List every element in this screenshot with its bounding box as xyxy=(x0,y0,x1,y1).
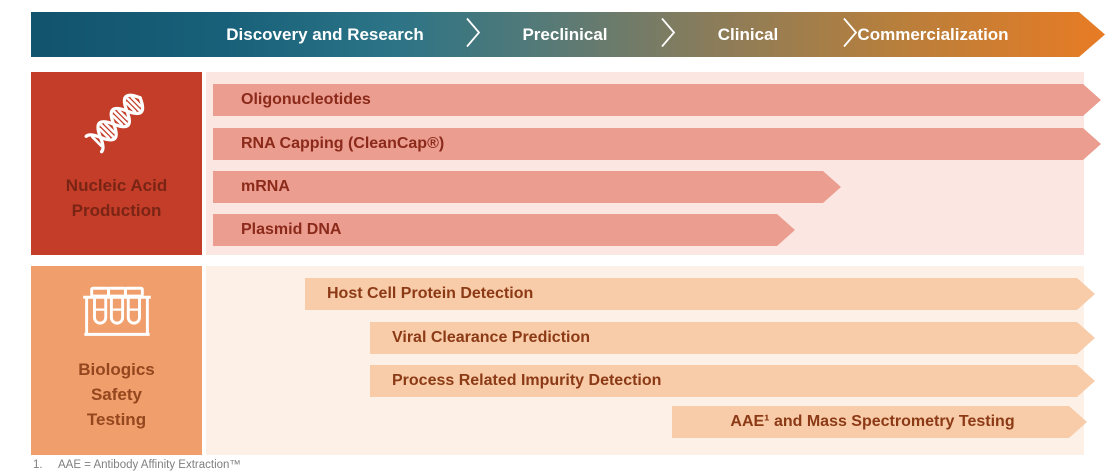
phase-commercialization-label: Commercialization xyxy=(857,24,1009,44)
nucleic-acid-category-box: Nucleic Acid Production xyxy=(31,72,202,255)
biologics-title-line2: Safety xyxy=(90,385,142,404)
bar-aae-mass-spectrometry: AAE¹ and Mass Spectrometry Testing xyxy=(672,406,1087,438)
biologics-category-box: Biologics Safety Testing xyxy=(31,266,202,455)
phase-banner: Discovery and Research Preclinical Clini… xyxy=(31,12,1105,57)
footnote-text: AAE = Antibody Affinity Extraction™ xyxy=(58,459,241,471)
bar-process-related-impurity-detection-label: Process Related Impurity Detection xyxy=(392,372,662,389)
phase-discovery-label: Discovery and Research xyxy=(226,24,424,44)
chevron-right-icon xyxy=(660,16,676,53)
bar-aae-mass-spectrometry-label: AAE¹ and Mass Spectrometry Testing xyxy=(730,413,1015,430)
bar-rna-capping: RNA Capping (CleanCap®) xyxy=(213,128,1101,160)
bar-mrna-label: mRNA xyxy=(241,178,290,195)
chevron-right-icon xyxy=(465,16,481,53)
bar-plasmid-dna-label: Plasmid DNA xyxy=(241,221,342,238)
biologics-title: Biologics Safety Testing xyxy=(78,357,155,432)
footnote-marker: 1. xyxy=(33,459,43,471)
bar-oligonucleotides: Oligonucleotides xyxy=(213,84,1101,116)
bar-viral-clearance-prediction-label: Viral Clearance Prediction xyxy=(392,329,591,346)
bar-host-cell-protein-detection-label: Host Cell Protein Detection xyxy=(327,285,534,302)
bar-process-related-impurity-detection: Process Related Impurity Detection xyxy=(370,365,1095,397)
biologics-title-line1: Biologics xyxy=(78,360,155,379)
nucleic-acid-title-line2: Production xyxy=(71,201,162,220)
phase-clinical-label: Clinical xyxy=(717,24,779,44)
phase-preclinical-label: Preclinical xyxy=(522,24,608,44)
bar-viral-clearance-prediction: Viral Clearance Prediction xyxy=(370,322,1095,354)
bar-oligonucleotides-label: Oligonucleotides xyxy=(241,91,371,108)
chevron-right-icon xyxy=(842,16,858,53)
bar-rna-capping-label: RNA Capping (CleanCap®) xyxy=(241,135,445,152)
dna-icon xyxy=(75,82,159,171)
bar-mrna: mRNA xyxy=(213,171,841,203)
biologics-title-line3: Testing xyxy=(86,410,147,429)
bar-host-cell-protein-detection: Host Cell Protein Detection xyxy=(305,278,1095,310)
nucleic-acid-title-line1: Nucleic Acid xyxy=(65,176,168,195)
test-tubes-icon xyxy=(81,282,153,349)
footnote: 1. AAE = Antibody Affinity Extraction™ xyxy=(33,459,241,471)
bar-plasmid-dna: Plasmid DNA xyxy=(213,214,795,246)
nucleic-acid-title: Nucleic Acid Production xyxy=(66,173,167,223)
